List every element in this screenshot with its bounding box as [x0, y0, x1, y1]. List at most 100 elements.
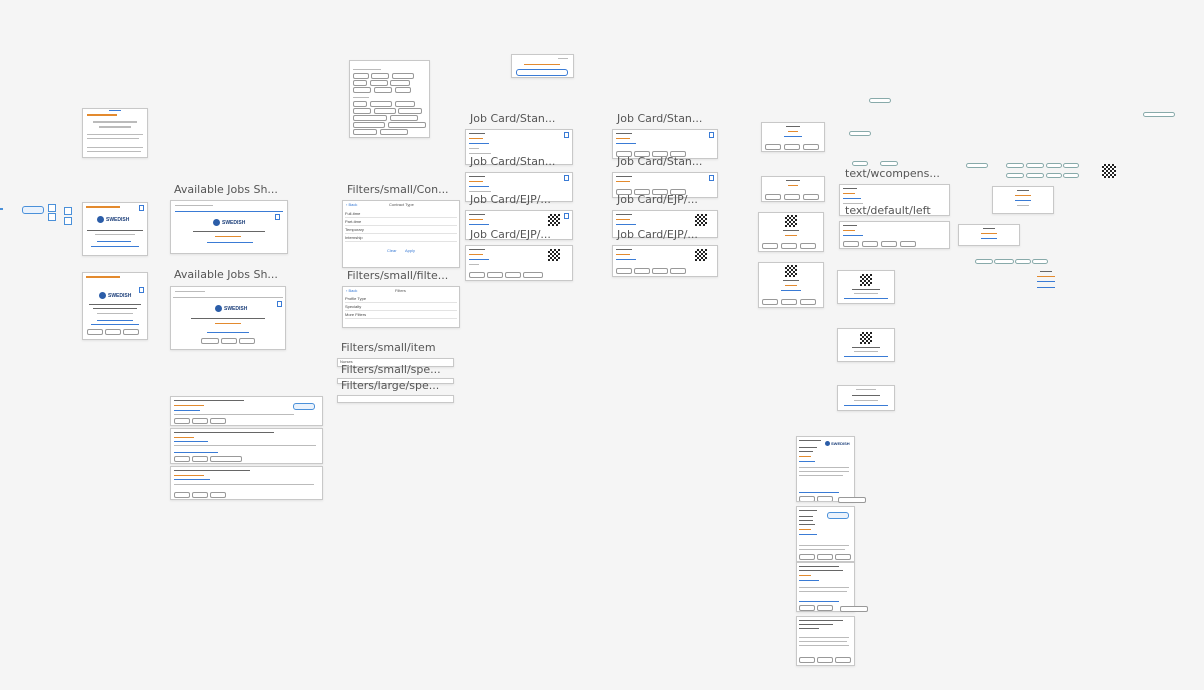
filter-chip[interactable]	[371, 73, 389, 79]
frame-label-available-jobs-2[interactable]: Available Jobs Sh...	[174, 268, 278, 281]
frame-label-available-jobs-1[interactable]: Available Jobs Sh...	[174, 183, 278, 196]
frame-label-filters-con[interactable]: Filters/small/Con...	[347, 183, 449, 196]
tiny-component[interactable]	[966, 163, 988, 168]
filter-chip[interactable]	[353, 80, 367, 86]
compact-card-4[interactable]	[758, 262, 824, 308]
filters-list-panel[interactable]: ‹ Back Filters Profile Type Specialty Mo…	[342, 286, 460, 328]
filter-option-row[interactable]: Full-time	[345, 210, 457, 218]
filter-chip[interactable]	[353, 87, 371, 93]
bookmark-icon[interactable]	[564, 132, 569, 138]
mobile-detail-3[interactable]	[796, 562, 855, 612]
employment-type-panel[interactable]	[349, 60, 430, 138]
filter-chip[interactable]	[370, 101, 392, 107]
filters-apply-button[interactable]: Apply	[405, 248, 416, 253]
filter-chip[interactable]	[390, 80, 410, 86]
frame-label-job-card-stan-3[interactable]: Job Card/Stan...	[617, 112, 703, 125]
filter-chip[interactable]	[390, 115, 418, 121]
filter-chip[interactable]	[353, 101, 367, 107]
mobile-card-2[interactable]: SWEDISH	[82, 202, 148, 256]
frame-label-job-card-stan-2[interactable]: Job Card/Stan...	[470, 155, 556, 168]
tiny-component[interactable]	[1026, 163, 1044, 168]
tiny-component[interactable]	[869, 98, 891, 103]
mobile-card-3[interactable]: SWEDISH	[82, 272, 148, 340]
filters-small-spe-row[interactable]	[337, 378, 454, 384]
frame-label-text-wcompens[interactable]: text/wcompens...	[845, 167, 940, 180]
tiny-component[interactable]	[1006, 173, 1024, 178]
bookmark-icon[interactable]	[139, 205, 144, 211]
bookmark-icon[interactable]	[564, 213, 569, 219]
bookmark-icon[interactable]	[139, 287, 144, 293]
bookmark-icon[interactable]	[275, 214, 280, 220]
job-list-item-1[interactable]	[170, 396, 323, 426]
filter-chip[interactable]	[398, 108, 422, 114]
tiny-component[interactable]	[1046, 163, 1062, 168]
filter-chip[interactable]	[353, 73, 369, 79]
frame-label-job-card-ejp-4[interactable]: Job Card/EJP/...	[617, 228, 698, 241]
company-card-2[interactable]	[837, 328, 895, 362]
toast-pill[interactable]	[516, 69, 568, 76]
filters-contract-type-panel[interactable]: ‹ Back Contract Type Full-time Part-time…	[342, 200, 460, 268]
text-snippet-1[interactable]	[992, 186, 1054, 214]
job-card-standard-3[interactable]	[612, 129, 718, 159]
frame-label-job-card-ejp-1[interactable]: Job Card/EJP/...	[470, 193, 551, 206]
tiny-component[interactable]	[1006, 163, 1024, 168]
filter-chip[interactable]	[353, 122, 385, 128]
frame-label-text-default-left[interactable]: text/default/left	[845, 204, 931, 217]
filter-category-row[interactable]: More Filters	[345, 311, 457, 319]
job-card-standard-1[interactable]	[465, 129, 573, 165]
job-card-standard-2[interactable]	[465, 172, 573, 202]
filter-chip[interactable]	[395, 87, 411, 93]
tiny-component[interactable]	[1063, 163, 1079, 168]
filter-chip[interactable]	[388, 122, 426, 128]
company-card-3[interactable]	[837, 385, 895, 411]
frame-label-filters-filte[interactable]: Filters/small/filte...	[347, 269, 449, 282]
filter-chip[interactable]	[353, 108, 371, 114]
text-default-left-frame[interactable]	[839, 221, 950, 249]
filters-back-link[interactable]: ‹ Back	[346, 202, 358, 207]
filter-chip[interactable]	[370, 80, 388, 86]
job-card-ejp-1[interactable]	[465, 210, 573, 240]
zoom-out-button[interactable]	[48, 213, 56, 221]
compact-card-2[interactable]	[761, 176, 825, 202]
filter-option-row[interactable]: Internship	[345, 234, 457, 242]
frame-label-job-card-ejp-3[interactable]: Job Card/EJP/...	[617, 193, 698, 206]
zoom-fit-button[interactable]	[64, 207, 72, 215]
tiny-component[interactable]	[1032, 259, 1048, 264]
available-jobs-frame-2[interactable]: SWEDISH	[170, 286, 286, 350]
filters-item-row[interactable]: Nurses	[337, 358, 454, 367]
zoom-badge[interactable]	[22, 206, 44, 214]
tiny-component[interactable]	[994, 259, 1014, 264]
zoom-reset-button[interactable]	[64, 217, 72, 225]
filter-chip[interactable]	[392, 73, 414, 79]
filter-chip[interactable]	[380, 129, 408, 135]
tiny-component[interactable]	[1063, 173, 1079, 178]
mobile-detail-2[interactable]	[796, 506, 855, 562]
compact-card-3[interactable]	[758, 212, 824, 252]
filter-category-row[interactable]: Profile Type	[345, 295, 457, 303]
compact-card-1[interactable]	[761, 122, 825, 152]
tiny-component[interactable]	[1046, 173, 1062, 178]
tiny-component[interactable]	[1026, 173, 1044, 178]
frame-label-filters-large-spe[interactable]: Filters/large/spe...	[341, 379, 440, 392]
job-card-ejp-2[interactable]	[465, 245, 573, 281]
tiny-component[interactable]	[880, 161, 898, 166]
tiny-component[interactable]	[1143, 112, 1175, 117]
filters-large-spe-row[interactable]	[337, 395, 454, 403]
filters-clear-button[interactable]: Clear	[387, 248, 397, 253]
text-snippet-2[interactable]	[958, 224, 1020, 246]
job-list-item-3[interactable]	[170, 466, 323, 500]
filter-category-row[interactable]: Specialty	[345, 303, 457, 311]
tiny-component[interactable]	[975, 259, 993, 264]
frame-label-filters-spe[interactable]: Filters/small/spe...	[341, 363, 441, 376]
filter-chip[interactable]	[374, 87, 392, 93]
filter-option-row[interactable]: Temporary	[345, 226, 457, 234]
tiny-component[interactable]	[849, 131, 871, 136]
share-toast[interactable]	[511, 54, 574, 78]
job-card-ejp-4[interactable]	[612, 245, 718, 277]
filters-back-link[interactable]: ‹ Back	[346, 288, 358, 293]
mobile-card-1[interactable]	[82, 108, 148, 158]
filter-chip[interactable]	[353, 115, 387, 121]
filter-chip[interactable]	[395, 101, 415, 107]
frame-label-job-card-stan-4[interactable]: Job Card/Stan...	[617, 155, 703, 168]
